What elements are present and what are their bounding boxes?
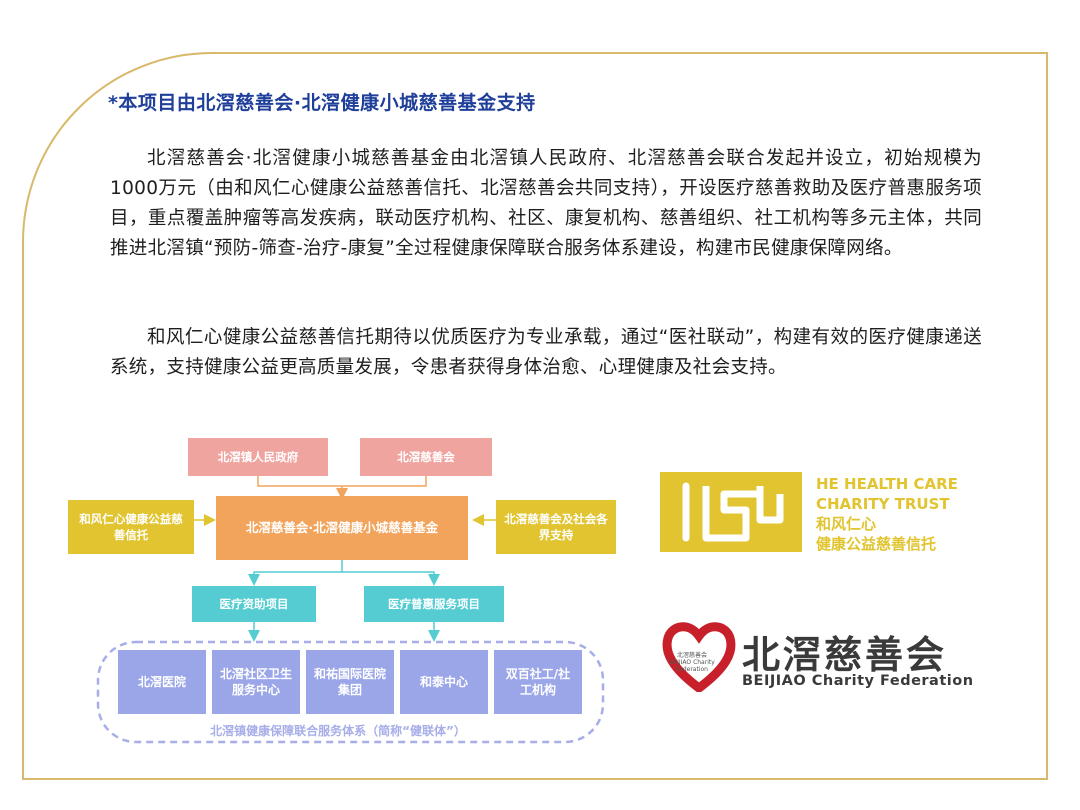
he-trust-logo-mark — [682, 482, 784, 542]
network-label: 北滘镇健康保障联合服务体系（简称“健联体”） — [210, 724, 466, 738]
project-medical-service-box: 医疗普惠服务项目 — [364, 586, 504, 622]
decorative-frame — [22, 52, 1048, 780]
he-trust-en-line1: HE HEALTH CARE — [816, 475, 958, 493]
heart-logo-small-text: 北滘慈善会 BEIJIAO Charity Federation — [669, 652, 715, 673]
heart-icon — [662, 622, 736, 692]
member-box: 北滘社区卫生服务中心 — [212, 650, 300, 714]
member-box: 双百社工/社工机构 — [494, 650, 582, 714]
he-trust-en-line2: CHARITY TRUST — [816, 495, 950, 513]
member-box: 和泰中心 — [400, 650, 488, 714]
fund-box: 北滘慈善会·北滘健康小城慈善基金 — [216, 496, 468, 560]
he-trust-zh-line1: 和风仁心 — [816, 515, 877, 533]
he-trust-wordmark: HE HEALTH CARE CHARITY TRUST 和风仁心 健康公益慈善… — [816, 474, 958, 554]
support-note: *本项目由北滘慈善会·北滘健康小城慈善基金支持 — [108, 92, 536, 114]
beijiao-charity-en-name: BEIJIAO Charity Federation — [742, 673, 974, 689]
right-support-box: 北滘慈善会及社会各界支持 — [496, 500, 616, 554]
beijiao-charity-name: 北滘慈善会 — [742, 632, 948, 677]
member-box: 北滘医院 — [118, 650, 206, 714]
paragraph-fund-intro: 北滘慈善会·北滘健康小城慈善基金由北滘镇人民政府、北滘慈善会联合发起并设立，初始… — [110, 148, 982, 259]
left-support-box: 和风仁心健康公益慈善信托 — [68, 500, 194, 554]
diagram-connectors — [96, 476, 605, 744]
gov-box: 北滘镇人民政府 — [188, 438, 328, 476]
paragraph-trust-intro: 和风仁心健康公益慈善信托期待以优质医疗为专业承载，通过“医社联动”，构建有效的医… — [110, 327, 982, 378]
charity-box: 北滘慈善会 — [360, 438, 492, 476]
he-trust-zh-line2: 健康公益慈善信托 — [816, 535, 937, 553]
member-box: 和祐国际医院集团 — [306, 650, 394, 714]
he-trust-logo — [660, 472, 802, 552]
fund-structure-diagram: 北滘镇人民政府 北滘慈善会 北滘慈善会·北滘健康小城慈善基金 和风仁心健康公益慈… — [58, 430, 618, 770]
project-medical-aid-box: 医疗资助项目 — [192, 586, 316, 622]
